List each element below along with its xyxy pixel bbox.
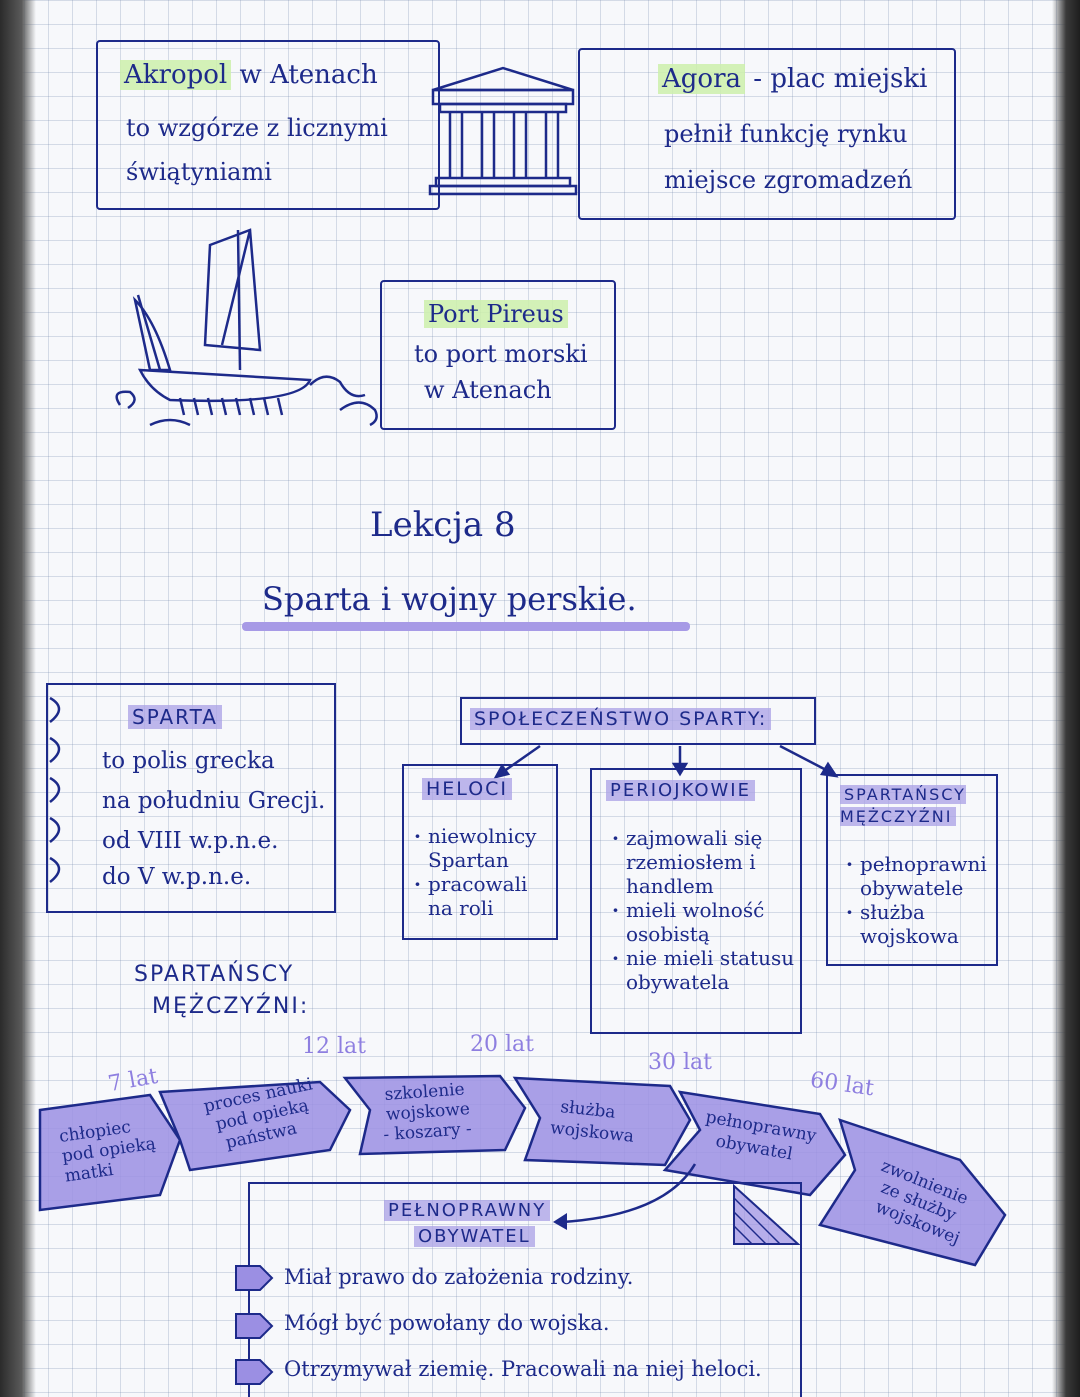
periojkowie-list: zajmowali się rzemiosłem i handlem mieli… — [612, 826, 806, 994]
sparta-line3: od VIII w.p.n.e. — [102, 828, 279, 854]
society-heading: SPOŁECZEŃSTWO SPARTY: — [470, 708, 772, 730]
age-label: 12 lat — [302, 1034, 366, 1059]
sparta-heading: SPARTA — [128, 705, 222, 729]
citizen-heading-line2: OBYWATEL — [414, 1226, 535, 1247]
citizen-right: Otrzymywał ziemię. Pracowali na niej hel… — [284, 1357, 762, 1381]
agora-title: Agora — [658, 64, 746, 94]
akropol-title: Akropol — [120, 60, 232, 90]
periojkowie-item: nie mieli statusu obywatela — [612, 946, 806, 994]
spartanscy-item: służba wojskowa — [846, 900, 1000, 948]
ship-icon — [115, 228, 378, 427]
notebook-left-edge — [0, 0, 36, 1397]
svg-text:szkoleniewojskowe- koszary -: szkoleniewojskowe- koszary - — [380, 1079, 472, 1145]
lesson-title: Sparta i wojny perskie. — [262, 580, 637, 618]
timeline-step — [512, 1076, 692, 1167]
sparta-line2: na południu Grecji. — [102, 788, 326, 814]
lesson-number: Lekcja 8 — [370, 505, 516, 545]
timeline-step — [158, 1080, 352, 1172]
periojkowie-heading: PERIOJKOWIE — [606, 780, 755, 801]
citizen-rights-list: Miał prawo do założenia rodziny. Mógł by… — [240, 1254, 762, 1392]
port-box — [380, 280, 616, 430]
temple-icon — [428, 66, 578, 196]
corner-hatch-icon — [733, 1184, 800, 1245]
lesson-title-underline — [242, 622, 690, 631]
agora-box — [578, 48, 956, 220]
heloci-item: niewolnicy Spartan — [414, 824, 558, 872]
heloci-heading: HELOCI — [422, 778, 513, 800]
periojkowie-item: zajmowali się rzemiosłem i handlem — [612, 826, 806, 898]
agora-line2: pełnił funkcję rynku — [664, 120, 908, 148]
notebook-right-edge — [1052, 0, 1080, 1397]
spartanscy-item: pełnoprawni obywatele — [846, 852, 1000, 900]
citizen-heading-line1: PEŁNOPRAWNY — [384, 1200, 551, 1221]
age-label: 30 lat — [648, 1050, 712, 1075]
port-title: Port Pireus — [424, 300, 568, 328]
agora-line1: Agora - plac miejski — [658, 64, 927, 94]
timeline-step — [342, 1074, 527, 1156]
citizen-right: Miał prawo do założenia rodziny. — [284, 1265, 634, 1289]
akropol-line3: świątyniami — [126, 158, 272, 186]
agora-line3: miejsce zgromadzeń — [664, 166, 913, 194]
timeline-step — [38, 1093, 182, 1212]
spartanscy-heading: SPARTAŃSCY MĘŻCZYŹNI — [840, 785, 966, 826]
heloci-item: pracowali na roli — [414, 872, 558, 920]
timeline-step — [662, 1090, 847, 1197]
curved-arrow-icon — [553, 1163, 697, 1230]
rights-bullets — [235, 1265, 274, 1385]
sparta-line4: do V w.p.n.e. — [102, 864, 252, 890]
society-heading-box — [460, 697, 816, 745]
timeline-step — [818, 1118, 1007, 1267]
timeline-arrows: chłopiecpod opiekąmatki proces naukipod … — [38, 1074, 1007, 1267]
binder-rings-icon — [49, 696, 61, 883]
sparta-line1: to polis grecka — [102, 748, 275, 774]
sparta-box — [46, 683, 336, 913]
svg-text:chłopiecpod opiekąmatki: chłopiecpod opiekąmatki — [58, 1114, 160, 1187]
timeline-heading-line2: MĘŻCZYŹNI: — [152, 994, 310, 1019]
citizen-right: Mógł być powołany do wojska. — [284, 1311, 610, 1335]
akropol-line2: to wzgórze z licznymi — [126, 114, 388, 142]
port-line3: w Atenach — [424, 376, 552, 404]
periojkowie-item: mieli wolność osobistą — [612, 898, 806, 946]
akropol-line1: Akropol w Atenach — [120, 60, 378, 90]
society-arrows — [493, 744, 839, 779]
akropol-box — [96, 40, 440, 210]
heloci-list: niewolnicy Spartan pracowali na roli — [414, 824, 558, 920]
port-line2: to port morski — [414, 340, 588, 368]
spartanscy-list: pełnoprawni obywatele służba wojskowa — [846, 852, 1000, 948]
timeline-heading-line1: SPARTAŃSCY — [134, 962, 295, 987]
age-label: 20 lat — [470, 1032, 534, 1057]
